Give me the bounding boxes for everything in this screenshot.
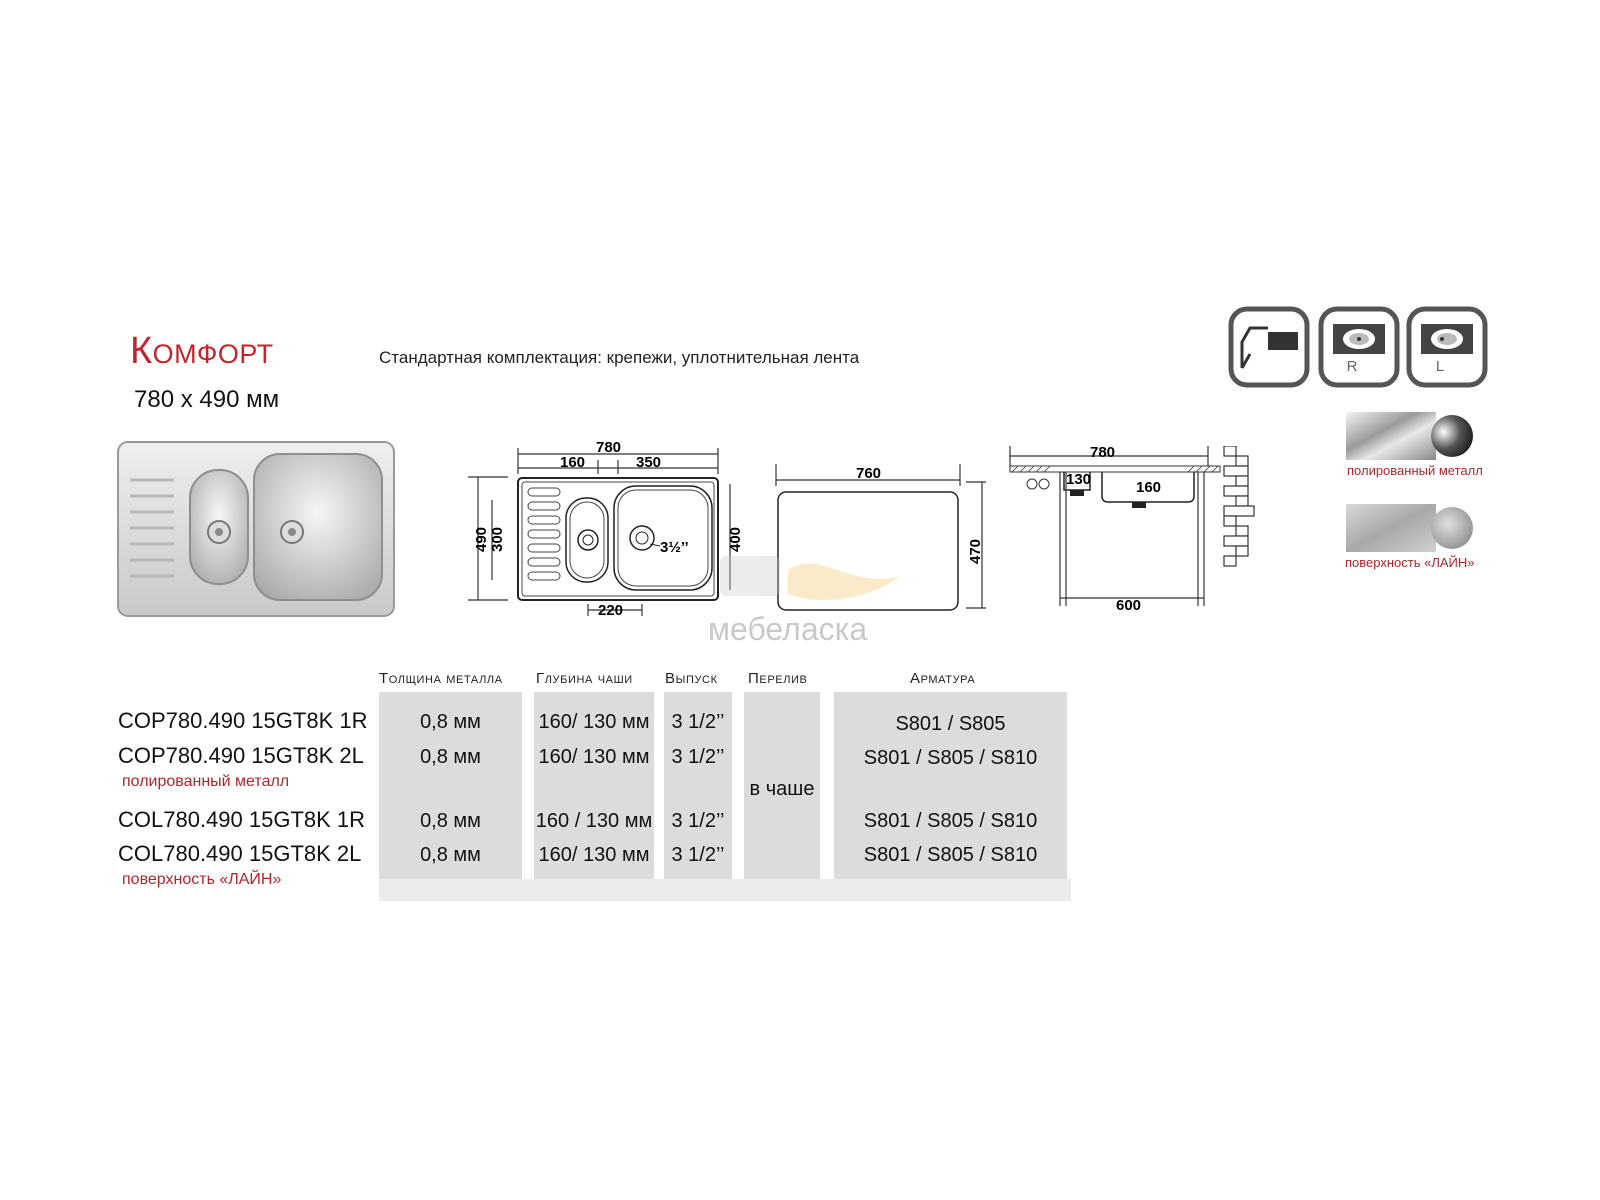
standard-kit-text: Стандартная комплектация: крепежи, уплот… <box>379 348 860 367</box>
dim-780-side: 780 <box>1090 446 1115 461</box>
dim-160-side: 160 <box>1136 479 1161 496</box>
table-row-model: COL780.490 15GT8K 2L <box>118 841 362 866</box>
group-label-line: поверхность «ЛАЙН» <box>122 871 282 888</box>
cell-depth: 160/ 130 мм <box>538 746 650 768</box>
table-row-model: COP780.490 15GT8K 1R <box>118 708 368 733</box>
top-view-drawing: 780 160 350 3½’’ 220 490 300 400 <box>468 440 744 619</box>
cell-drain: 3 1/2’’ <box>671 844 725 866</box>
col-bg-depth <box>534 692 654 879</box>
bowl-right-icon <box>1318 306 1400 388</box>
line-label: поверхность «ЛАЙН» <box>1345 555 1475 570</box>
cell-fittings: S801 / S805 / S810 <box>863 844 1038 866</box>
product-title: Комфорт <box>130 330 274 372</box>
cell-thickness: 0,8 мм <box>420 746 481 768</box>
sink-photo <box>117 441 395 617</box>
cell-depth: 160/ 130 мм <box>538 711 650 733</box>
cell-fittings: S801 / S805 / S810 <box>863 810 1038 832</box>
flush-mount-icon <box>1228 306 1310 388</box>
col-bg-fittings <box>834 692 1067 879</box>
group-label-polished: полированный металл <box>122 773 290 790</box>
right-label: R <box>1346 358 1358 375</box>
cell-thickness: 0,8 мм <box>420 810 481 832</box>
mount-options-icons <box>1228 306 1488 388</box>
cell-drain: 3 1/2’’ <box>671 711 725 733</box>
cell-thickness: 0,8 мм <box>420 844 481 866</box>
dim-350-top: 350 <box>636 454 661 471</box>
polished-swatch <box>1346 412 1473 460</box>
line-swatch <box>1346 504 1473 552</box>
watermark-text: мебеласка <box>708 611 867 647</box>
cell-overflow: в чаше <box>749 778 815 800</box>
dim-470: 470 <box>967 539 984 564</box>
cell-fittings: S801 / S805 / S810 <box>863 747 1038 769</box>
table-bottom-bar <box>379 879 1071 901</box>
dim-220: 220 <box>598 602 623 619</box>
left-label: L <box>1435 358 1445 375</box>
header-depth: Глубина чаши <box>536 670 633 687</box>
cell-fittings: S801 / S805 <box>895 713 1006 735</box>
table-row-model: COP780.490 15GT8K 2L <box>118 743 364 768</box>
dim-300: 300 <box>489 527 506 552</box>
bowl-left-icon <box>1406 306 1488 388</box>
table-row-model: COL780.490 15GT8K 1R <box>118 807 366 832</box>
cell-drain: 3 1/2’’ <box>671 746 725 768</box>
header-thickness: Толщина металла <box>379 670 503 687</box>
dim-drain: 3½’’ <box>660 539 689 556</box>
cell-depth: 160 / 130 мм <box>535 810 653 832</box>
dim-400: 400 <box>727 527 744 552</box>
dim-160-top: 160 <box>560 454 585 471</box>
cell-thickness: 0,8 мм <box>420 711 481 733</box>
dim-490: 490 <box>473 527 490 552</box>
header-fittings: Арматура <box>910 670 976 687</box>
dim-760: 760 <box>856 465 881 482</box>
dim-130: 130 <box>1066 471 1091 488</box>
cell-depth: 160/ 130 мм <box>538 844 650 866</box>
product-size: 780 х 490 мм <box>134 386 280 413</box>
side-view-drawing: 780 130 160 600 <box>1009 446 1255 614</box>
polished-label: полированный металл <box>1347 463 1483 478</box>
col-bg-overflow <box>744 692 820 879</box>
watermark-logo: мебеласка <box>708 556 900 647</box>
col-bg-drain <box>664 692 732 879</box>
dim-780-top: 780 <box>596 440 621 456</box>
header-drain: Выпуск <box>665 670 718 687</box>
cell-drain: 3 1/2’’ <box>671 810 725 832</box>
header-overflow: Перелив <box>748 670 808 687</box>
dim-600: 600 <box>1116 597 1141 614</box>
col-bg-thickness <box>379 692 522 879</box>
cutout-drawing: 760 470 <box>775 464 986 611</box>
